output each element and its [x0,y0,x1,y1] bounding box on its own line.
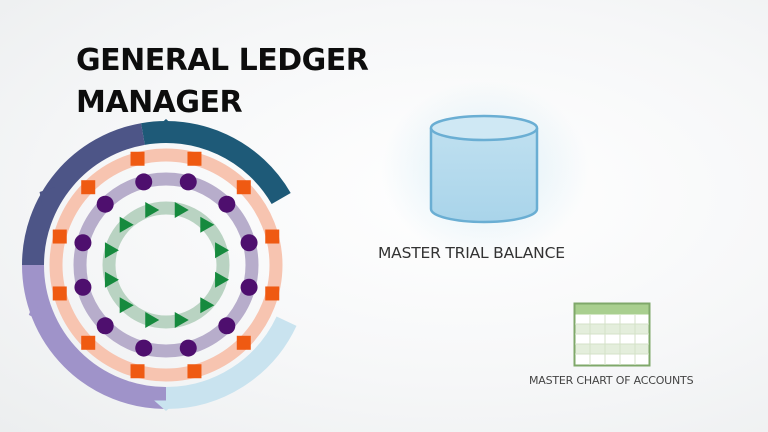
ring-markers [52,151,280,379]
green-arrow-marker [104,242,119,259]
purple-dot-marker [240,278,258,296]
green-arrow-marker [174,201,189,218]
page-title: GENERAL LEDGER MANAGER [76,40,369,124]
cycle-rings-icon [22,119,297,411]
title-line-1: GENERAL LEDGER [76,43,369,78]
outer-segment-notch [39,186,55,208]
outer-ring [22,119,297,411]
purple-dot-marker [135,173,153,191]
green-arrow-marker [215,271,230,288]
orange-square-marker [81,180,96,195]
green-arrow-marker [174,312,189,329]
green-arrow-marker [119,297,134,314]
ring-orange-squares [49,148,283,382]
purple-dot-marker [218,317,236,335]
green-arrow-marker [145,201,160,218]
purple-dot-marker [179,339,197,357]
green-arrow-marker [104,271,119,288]
ring-purple-dots [73,172,259,358]
outer-segment-light-blue [165,316,297,409]
orange-square-marker [130,364,145,379]
green-arrow-marker [119,216,134,233]
database-cylinder-icon [429,114,539,224]
green-arrow-marker [215,242,230,259]
purple-dot-marker [218,195,236,213]
outer-segment-navy [22,123,146,266]
master-chart-of-accounts-label: MASTER CHART OF ACCOUNTS [529,374,694,387]
ring-green-arrows [102,201,230,329]
orange-square-marker [236,335,251,350]
purple-dot-marker [96,195,114,213]
orange-square-marker [265,229,280,244]
orange-square-marker [52,286,67,301]
outer-segment-teal [141,121,291,205]
purple-dot-marker [135,339,153,357]
outer-segment-lavender [22,264,167,409]
green-arrow-marker [200,216,215,233]
orange-square-marker [52,229,67,244]
orange-square-marker [187,151,202,166]
purple-dot-marker [74,234,92,252]
outer-segment-notch [154,400,178,411]
outer-segment-notch [154,119,178,130]
green-arrow-marker [145,312,160,329]
purple-dot-marker [74,278,92,296]
inner-rings [49,148,283,382]
purple-dot-marker [96,317,114,335]
purple-dot-marker [179,173,197,191]
orange-square-marker [265,286,280,301]
orange-square-marker [187,364,202,379]
orange-square-marker [130,151,145,166]
outer-segment-notch [28,300,43,323]
table-grid-icon [573,302,651,367]
orange-square-marker [81,335,96,350]
master-trial-balance-label: MASTER TRIAL BALANCE [378,244,565,262]
title-line-2: MANAGER [76,85,243,120]
purple-dot-marker [240,234,258,252]
green-arrow-marker [200,297,215,314]
orange-square-marker [236,180,251,195]
